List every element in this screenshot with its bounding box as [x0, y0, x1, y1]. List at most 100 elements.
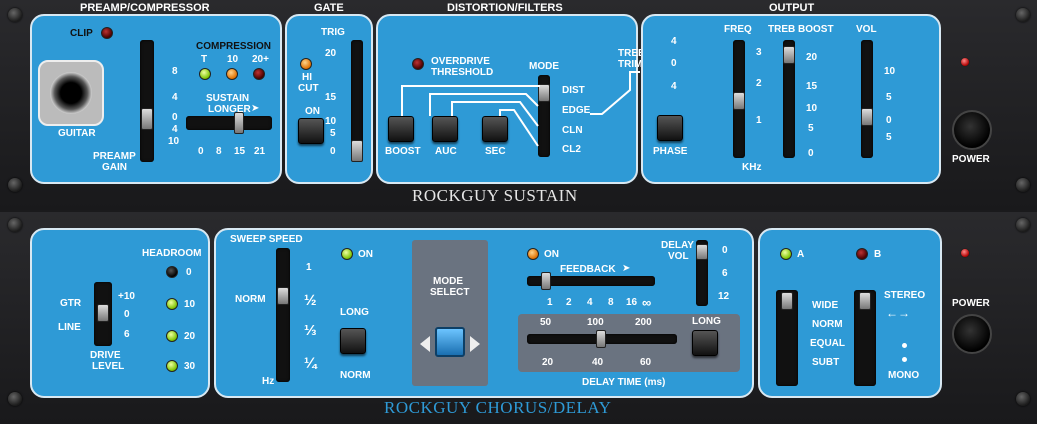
preamp-gain-slider[interactable]	[140, 40, 154, 162]
mode-option: EDGE	[562, 105, 591, 116]
stereo-mode-slider-right[interactable]	[854, 290, 876, 386]
headroom-value: 0	[186, 267, 192, 278]
feedback-scale-mark: 16	[626, 297, 638, 308]
phase-button[interactable]	[657, 115, 683, 141]
sustain-fader[interactable]	[234, 112, 244, 134]
headroom-20-led	[166, 330, 178, 342]
gate-on-label: ON	[305, 106, 320, 117]
drive-level-fader[interactable]	[97, 304, 109, 322]
output-a-label: A	[797, 249, 805, 260]
line-label: LINE	[58, 322, 81, 333]
delay-vol-label-1: DELAY	[661, 240, 694, 251]
guitar-input-jack[interactable]	[38, 60, 104, 126]
sustain-scale-mark: 21	[254, 146, 266, 157]
gain-scale-mark: 4	[172, 124, 178, 135]
freq-fader[interactable]	[733, 92, 745, 110]
power-button[interactable]	[952, 314, 992, 354]
power-label: POWER	[952, 154, 990, 165]
sec-button[interactable]	[482, 116, 508, 142]
screw-icon	[1016, 392, 1030, 406]
feedback-fader[interactable]	[541, 272, 551, 290]
output-vol-fader[interactable]	[861, 108, 873, 126]
sustain-rack-unit: PREAMP/COMPRESSOR CLIP GUITAR PREAMP GAI…	[0, 0, 1037, 210]
sustain-brand-logo: ROCKGUY SUSTAIN	[412, 186, 578, 205]
gain-scale-mark: 8	[172, 66, 178, 77]
boost-button[interactable]	[388, 116, 414, 142]
vol-scale-mark: 5	[886, 132, 892, 143]
auc-button[interactable]	[432, 116, 458, 142]
distortion-filters-panel	[376, 14, 638, 184]
headroom-label: HEADROOM	[142, 248, 202, 259]
delay-time-scale-top: 50	[540, 317, 552, 328]
mode-select-label-1: MODE	[433, 276, 463, 287]
treb-boost-scale-mark: 20	[806, 52, 818, 63]
gate-on-button[interactable]	[298, 118, 324, 144]
sweep-scale-mark: ⅓	[304, 322, 317, 339]
treb-boost-label: TREB BOOST	[768, 24, 834, 35]
arrow-left-icon[interactable]	[420, 336, 430, 352]
screw-icon	[8, 8, 22, 22]
freq-scale-mark: 1	[756, 115, 762, 126]
hi-cut-label-2: CUT	[298, 83, 319, 94]
screw-icon	[1016, 178, 1030, 192]
arrow-right-icon[interactable]	[470, 336, 480, 352]
gate-section-title: GATE	[314, 2, 344, 14]
mono-dot-icon	[902, 343, 907, 348]
compression-20-led	[253, 68, 265, 80]
sustain-label: SUSTAIN	[206, 93, 250, 104]
sweep-long-button[interactable]	[340, 328, 366, 354]
trig-fader[interactable]	[351, 140, 363, 162]
treb-boost-scale-mark: 5	[808, 123, 814, 134]
trig-slider[interactable]	[351, 40, 363, 162]
sweep-on-label: ON	[358, 249, 373, 260]
delay-time-scale-top: 200	[635, 317, 652, 328]
treb-boost-scale-mark: 15	[806, 81, 818, 92]
power-led	[960, 57, 970, 67]
compression-led-label: T	[201, 54, 208, 65]
compression-led-label: 10	[227, 54, 239, 65]
output-vol-slider[interactable]	[861, 40, 873, 158]
guitar-input-label: GUITAR	[58, 128, 96, 139]
mode-select-button[interactable]	[435, 327, 465, 357]
stereo-mode-fader-right[interactable]	[859, 292, 871, 310]
treb-trim-scale-mark: 0	[671, 58, 677, 69]
delay-time-fader[interactable]	[596, 330, 606, 348]
gain-scale-mark: 4	[172, 92, 178, 103]
sweep-long-label: LONG	[340, 307, 369, 318]
delay-time-scale-top: 100	[587, 317, 604, 328]
delay-time-scale-bottom: 20	[542, 357, 554, 368]
output-b-led	[856, 248, 868, 260]
mono-label: MONO	[888, 370, 920, 381]
delay-vol-scale-mark: 12	[718, 291, 730, 302]
mode-fader[interactable]	[538, 84, 550, 102]
power-button[interactable]	[952, 110, 992, 150]
sweep-norm-label: NORM	[235, 294, 266, 305]
treb-trim-scale-mark: 4	[671, 36, 677, 47]
stereo-mode-fader-left[interactable]	[781, 292, 793, 310]
treb-boost-fader[interactable]	[783, 46, 795, 64]
delay-long-button[interactable]	[692, 330, 718, 356]
freq-scale-mark: 3	[756, 47, 762, 58]
sweep-speed-slider[interactable]	[276, 248, 290, 382]
gtr-label: GTR	[60, 298, 82, 309]
sweep-speed-fader[interactable]	[277, 287, 289, 305]
delay-vol-fader[interactable]	[696, 244, 708, 260]
drive-scale-mark: +10	[118, 291, 135, 302]
feedback-slider[interactable]	[527, 276, 655, 286]
mode-select-box	[412, 240, 488, 386]
drive-scale-mark: 0	[124, 309, 130, 320]
freq-label: FREQ	[724, 24, 752, 35]
drive-scale-mark: 6	[124, 329, 130, 340]
treb-boost-slider[interactable]	[783, 40, 795, 158]
preamp-section-title: PREAMP/COMPRESSOR	[80, 2, 210, 14]
gain-scale-mark: 10	[168, 136, 180, 147]
preamp-gain-fader[interactable]	[141, 108, 153, 130]
stereo-mode-slider-left[interactable]	[776, 290, 798, 386]
sweep-norm-bottom-label: NORM	[340, 370, 371, 381]
sustain-slider[interactable]	[186, 116, 272, 130]
sec-label: SEC	[485, 146, 506, 157]
mode-select-label-2: SELECT	[430, 287, 470, 298]
mode-routing-lines	[401, 85, 540, 147]
delay-vol-scale-mark: 6	[722, 268, 728, 279]
screw-icon	[1016, 8, 1030, 22]
